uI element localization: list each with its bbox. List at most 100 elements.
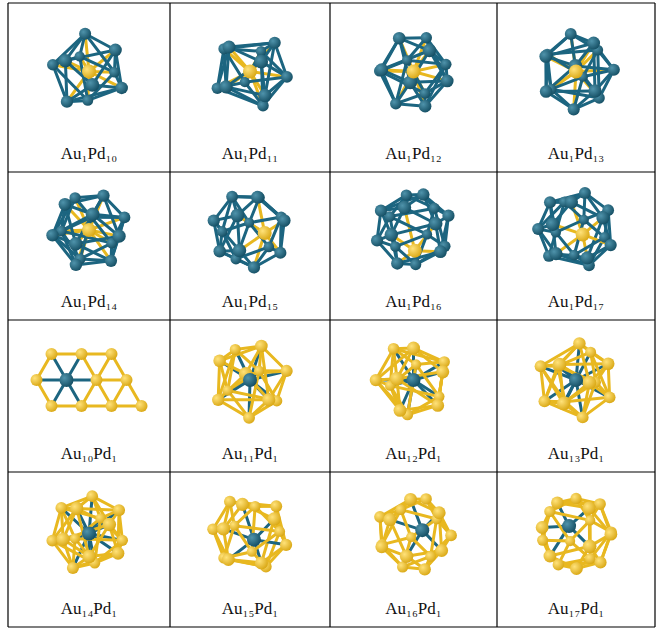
atom-sphere xyxy=(544,550,557,563)
atom-sphere xyxy=(422,229,432,239)
grid-line xyxy=(8,626,655,627)
atom-sphere xyxy=(583,501,596,514)
atom-sphere xyxy=(274,247,286,259)
cluster-structure xyxy=(371,188,455,270)
atom-sphere xyxy=(585,347,596,358)
atom-sphere xyxy=(605,239,617,251)
atom-sphere xyxy=(70,534,80,544)
cluster-structure xyxy=(374,32,454,113)
atom-sphere xyxy=(569,250,580,261)
atom-sphere xyxy=(243,65,257,79)
atom-sphere xyxy=(433,506,446,519)
atom-sphere xyxy=(86,207,100,221)
atom-sphere xyxy=(608,64,620,76)
cluster-structure xyxy=(47,28,128,108)
atom-sphere xyxy=(565,536,575,546)
atom-sphere xyxy=(243,412,255,424)
atom-sphere xyxy=(588,84,601,97)
atom-sphere xyxy=(82,65,96,79)
cell-label: Au₁Pd₁₃ xyxy=(546,144,607,164)
cluster-structure xyxy=(370,342,450,421)
atom-sphere xyxy=(401,189,412,200)
atom-sphere xyxy=(411,359,421,369)
atom-sphere xyxy=(546,218,559,231)
atom-sphere xyxy=(434,245,447,258)
atom-sphere xyxy=(113,504,125,516)
cell-label: Au₁₂Pd₁ xyxy=(383,444,444,464)
atom-sphere xyxy=(400,550,413,563)
atom-sphere xyxy=(419,100,432,113)
atom-sphere xyxy=(97,189,109,201)
cluster-structure xyxy=(536,493,618,575)
grid-line xyxy=(8,471,655,472)
atom-sphere xyxy=(375,63,388,76)
atom-sphere xyxy=(76,400,88,412)
atom-sphere xyxy=(441,75,454,88)
atom-sphere xyxy=(371,235,383,247)
atom-sphere xyxy=(435,544,448,557)
atom-sphere xyxy=(562,519,576,533)
atom-sphere xyxy=(105,255,117,267)
atom-sphere xyxy=(82,223,96,237)
atom-sphere xyxy=(91,374,103,386)
cell-label: Au₁Pd₁₅ xyxy=(220,292,281,312)
atom-sphere xyxy=(103,518,117,532)
cell-label: Au₁Pd₁₂ xyxy=(383,144,444,164)
cluster-structure xyxy=(535,337,616,423)
atom-sphere xyxy=(247,533,261,547)
atom-sphere xyxy=(539,50,552,63)
atom-sphere xyxy=(119,212,131,224)
atom-sphere xyxy=(421,32,432,43)
atom-sphere xyxy=(46,400,58,412)
grid-line xyxy=(329,3,330,627)
atom-sphere xyxy=(419,563,431,575)
grid-line xyxy=(8,171,655,172)
atom-sphere xyxy=(404,493,417,506)
atom-sphere xyxy=(549,247,562,260)
atom-sphere xyxy=(213,355,226,368)
atom-sphere xyxy=(553,358,567,372)
atom-sphere xyxy=(247,547,257,557)
atom-sphere xyxy=(402,55,412,65)
atom-sphere xyxy=(219,80,232,93)
atom-sphere xyxy=(604,391,616,403)
cell-label: Au₁₃Pd₁ xyxy=(546,444,607,464)
atom-sphere xyxy=(254,366,264,376)
atom-sphere xyxy=(46,229,58,241)
atom-sphere xyxy=(383,513,396,526)
atom-sphere xyxy=(579,187,591,199)
atom-sphere xyxy=(270,500,282,512)
atom-sphere xyxy=(47,59,59,71)
atom-sphere xyxy=(46,348,58,360)
cell-label: Au₁Pd₁₄ xyxy=(59,292,120,312)
atom-sphere xyxy=(269,37,281,49)
atom-sphere xyxy=(222,553,235,566)
atom-sphere xyxy=(67,562,79,574)
cluster-structure xyxy=(207,496,292,573)
atom-sphere xyxy=(82,527,96,541)
atom-sphere xyxy=(544,196,556,208)
atom-sphere xyxy=(46,535,58,547)
atom-sphere xyxy=(262,393,275,406)
atom-sphere xyxy=(264,242,275,253)
atom-sphere xyxy=(585,515,595,525)
grid-line xyxy=(496,3,497,627)
bond-line xyxy=(224,49,245,82)
atom-sphere xyxy=(581,251,594,264)
atom-sphere xyxy=(224,496,236,508)
atom-sphere xyxy=(535,360,547,372)
bond-line xyxy=(80,56,88,100)
cell-label: Au₁Pd₁₇ xyxy=(546,292,607,312)
atom-sphere xyxy=(551,496,564,509)
atom-sphere xyxy=(56,533,69,546)
atom-sphere xyxy=(212,394,224,406)
atom-sphere xyxy=(585,553,596,564)
atom-sphere xyxy=(395,504,406,515)
cluster-structure xyxy=(46,189,130,271)
cluster-structure xyxy=(208,191,291,274)
grid-line xyxy=(8,319,655,320)
atom-sphere xyxy=(222,385,233,396)
bond-line xyxy=(558,366,565,402)
atom-sphere xyxy=(106,400,118,412)
